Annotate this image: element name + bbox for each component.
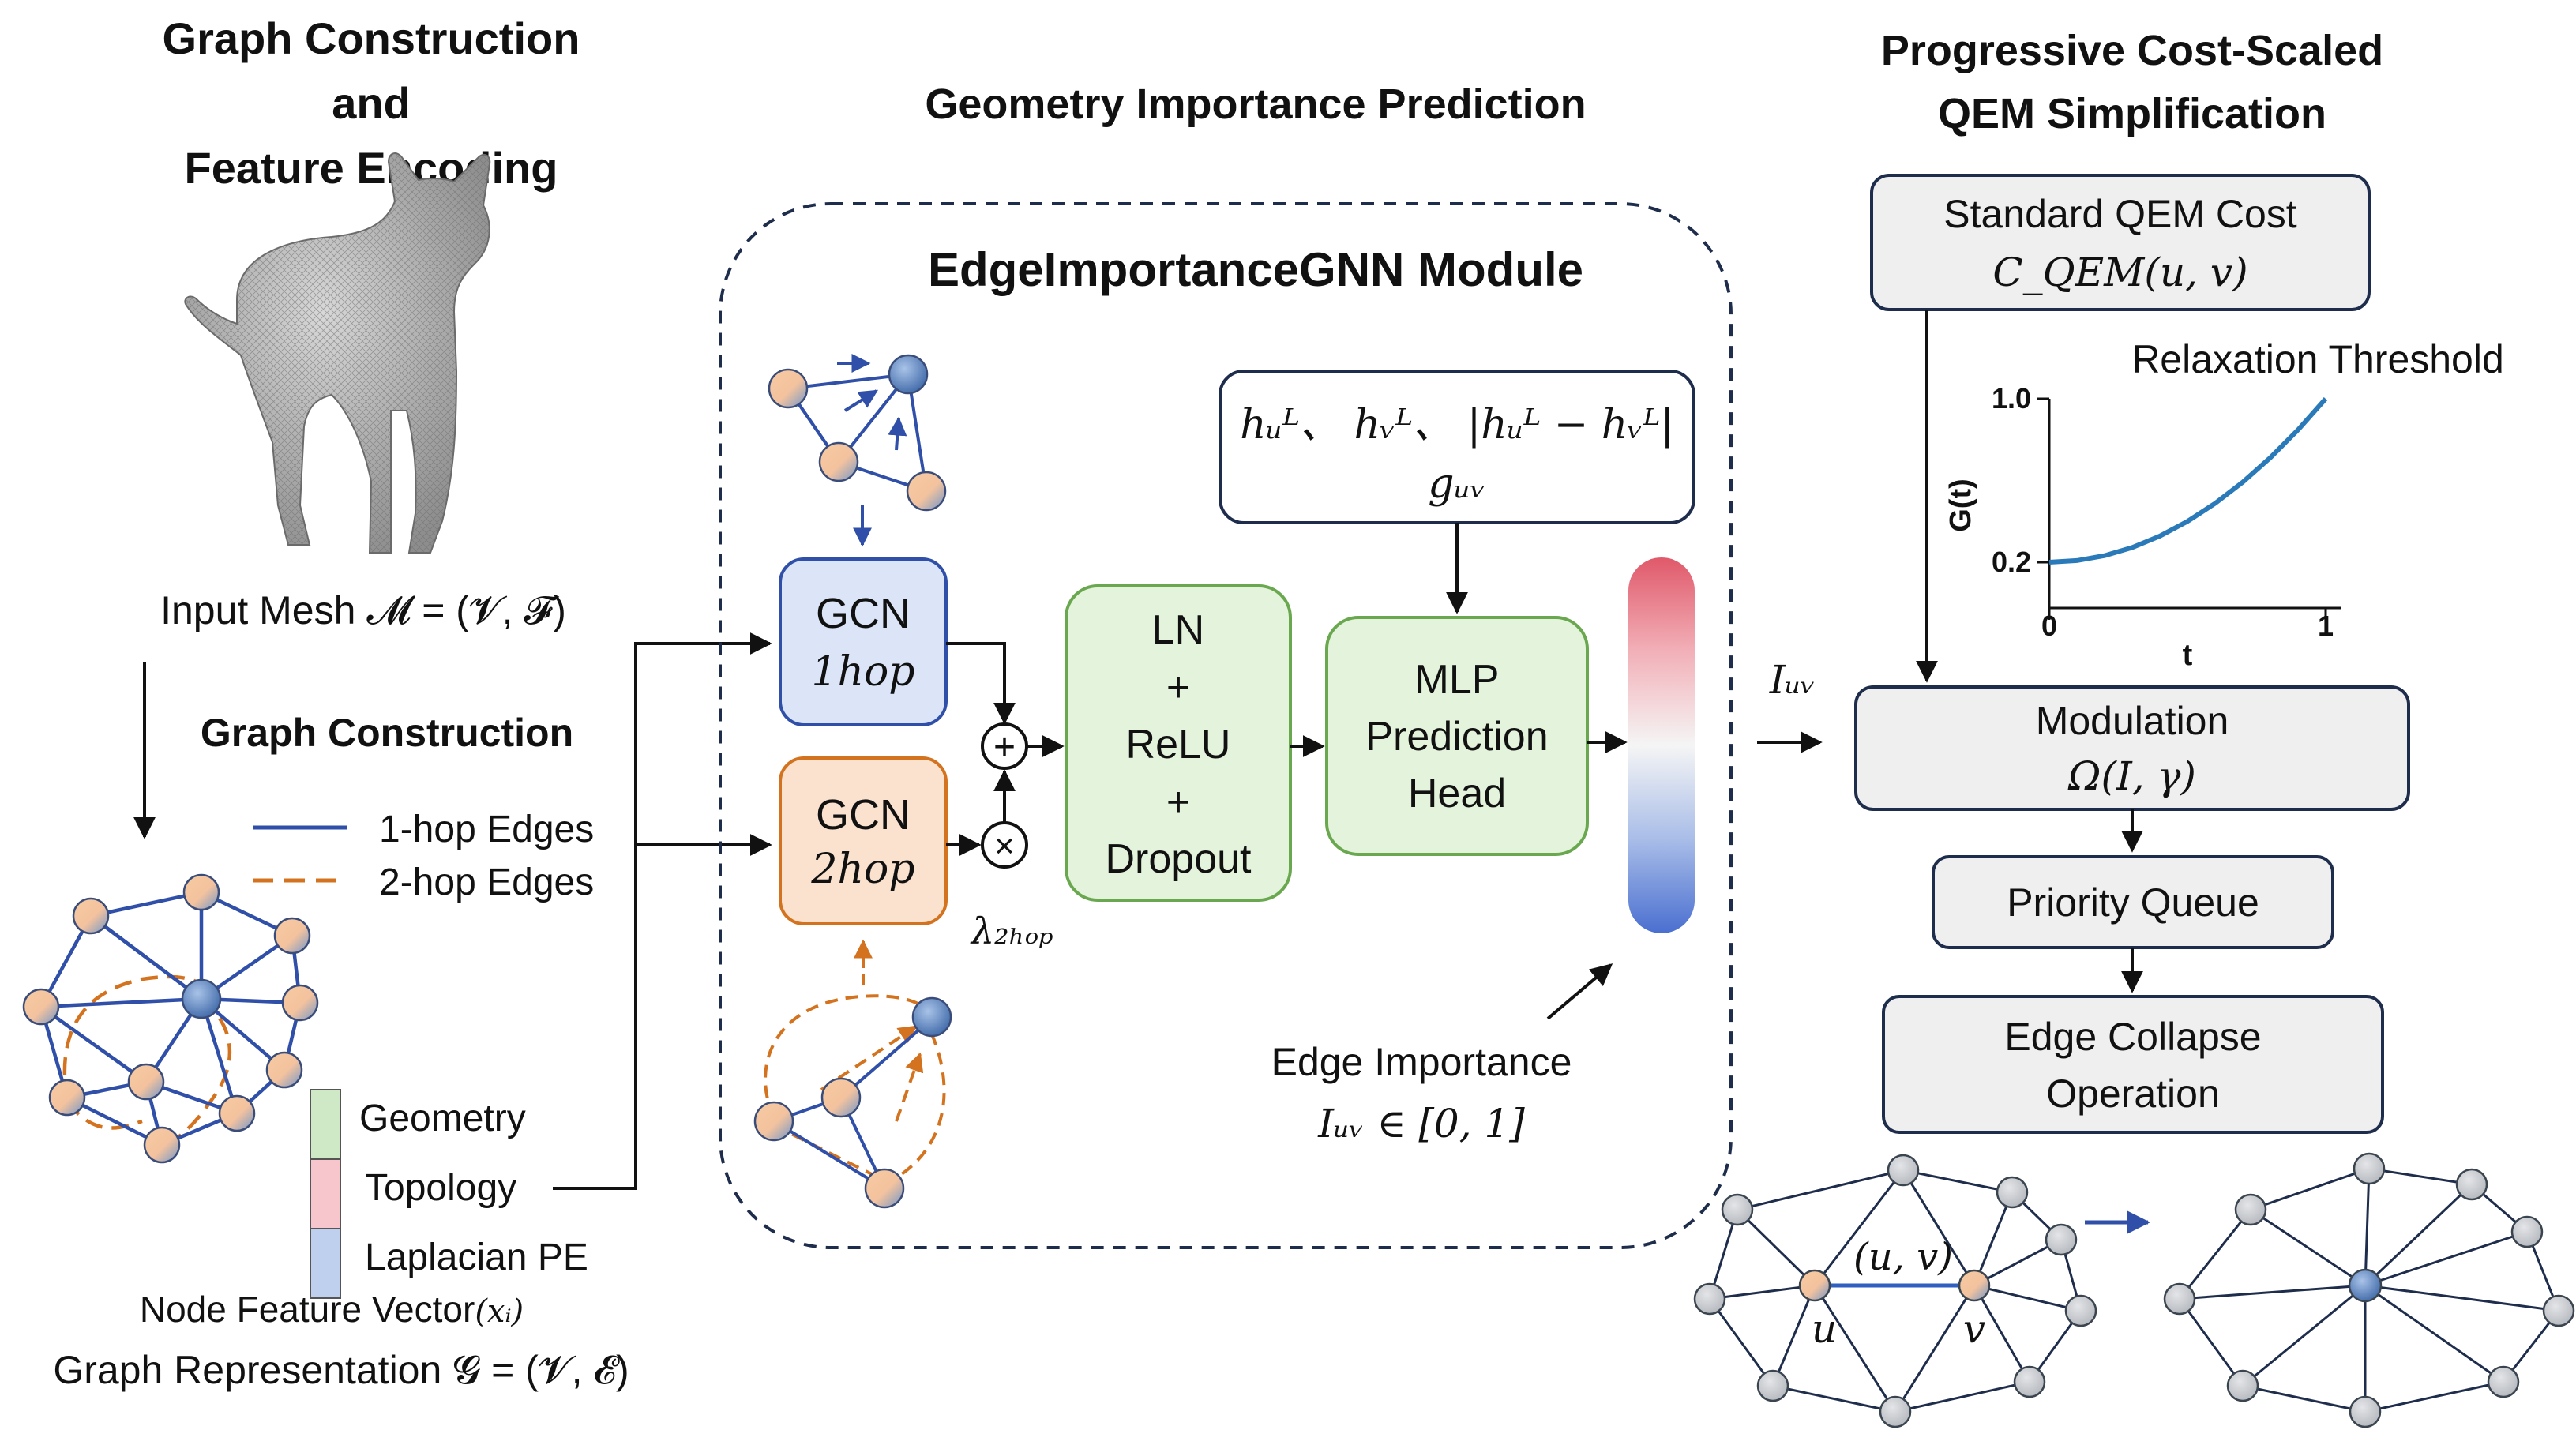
ln-line-1: + bbox=[1166, 665, 1190, 711]
arrow-features-to-gcn1 bbox=[553, 632, 772, 1190]
chart-y-axis-label: G(t) bbox=[1944, 479, 1977, 532]
edge-importance-label: Edge Importance bbox=[1271, 1040, 1572, 1084]
standard-qem-cost-label: Standard QEM Cost bbox=[1943, 192, 2297, 236]
legend-2hop-label: 2-hop Edges bbox=[379, 861, 594, 903]
edge-collapse-line2: Operation bbox=[2046, 1072, 2220, 1116]
gcn-2hop-sub: 2hop bbox=[810, 846, 914, 893]
chart-series-line bbox=[2048, 397, 2328, 565]
right-title-line1: Progressive Cost-Scaled bbox=[1881, 27, 2383, 74]
left-title-line1: Graph Construction bbox=[163, 13, 580, 63]
chart-y-tick-label-low: 0.2 bbox=[1992, 546, 2031, 578]
arrow-gcn1-to-plus bbox=[946, 642, 1016, 725]
ln-line-0: LN bbox=[1152, 607, 1204, 653]
chart-x-tick-label-0: 0 bbox=[2041, 610, 2057, 642]
edge-importance-formula: Iᵤᵥ ∈ [0, 1] bbox=[1317, 1101, 1525, 1147]
feature-laplacian-label: Laplacian PE bbox=[365, 1237, 588, 1278]
relaxation-chart: 1.0 0.2 0 1 t G(t) bbox=[1944, 382, 2341, 672]
left-title-line2: and bbox=[332, 78, 411, 128]
modulation-formula: Ω(I, γ) bbox=[2067, 753, 2196, 799]
graph-representation-label: Graph Representation 𝓖 = (𝓥, 𝓔) bbox=[53, 1348, 629, 1392]
mlp-line-1: Prediction bbox=[1365, 714, 1548, 760]
sum-operator-symbol: + bbox=[993, 726, 1016, 768]
gcn-2hop-label: GCN bbox=[816, 791, 911, 839]
mlp-line-0: MLP bbox=[1415, 657, 1500, 703]
modulation-label: Modulation bbox=[2036, 699, 2229, 743]
importance-colorbar bbox=[1628, 557, 1695, 933]
middle-title: Geometry Importance Prediction bbox=[925, 81, 1586, 128]
gcn-2hop-block bbox=[779, 756, 948, 925]
topology-swatch bbox=[310, 1158, 341, 1229]
gcn-1hop-block bbox=[779, 557, 948, 726]
pair-features-line2: gᵤᵥ bbox=[1428, 460, 1485, 508]
lambda-2hop-label: λ₂ₕₒₚ bbox=[970, 910, 1053, 952]
ln-line-3: + bbox=[1166, 779, 1190, 825]
edge-collapse-box bbox=[1882, 995, 2384, 1134]
iuv-label: Iᵤᵥ bbox=[1769, 657, 1816, 703]
module-title: EdgeImportanceGNN Module bbox=[928, 243, 1583, 296]
priority-queue-label: Priority Queue bbox=[2007, 880, 2259, 925]
gcn-1hop-sub: 1hop bbox=[811, 648, 914, 696]
node-v-label: v bbox=[1963, 1306, 1985, 1352]
geometry-swatch bbox=[310, 1089, 341, 1160]
standard-qem-cost-formula: C_QEM(u, v) bbox=[1992, 250, 2247, 295]
middle-section: Geometry Importance Prediction EdgeImpor… bbox=[719, 81, 1823, 1249]
feature-geometry-label: Geometry bbox=[359, 1098, 526, 1139]
gnn-module-frame bbox=[719, 202, 1733, 1249]
right-title-line2: QEM Simplification bbox=[1938, 90, 2326, 137]
mesh-after-collapse bbox=[2163, 1152, 2575, 1428]
mini-graph-1hop bbox=[768, 354, 947, 547]
arrow-label-to-colorbar bbox=[1546, 963, 1613, 1020]
cat-mesh-image bbox=[184, 152, 491, 554]
node-feature-vector-label: Node Feature Vector(xᵢ) bbox=[140, 1289, 524, 1330]
ln-relu-dropout-block bbox=[1065, 584, 1292, 902]
mlp-prediction-head-block bbox=[1325, 616, 1589, 856]
graph-construction-label: Graph Construction bbox=[201, 711, 573, 755]
ln-line-2: ReLU bbox=[1126, 722, 1231, 768]
chart-y-tick-label-high: 1.0 bbox=[1992, 382, 2031, 415]
constructed-graph bbox=[22, 873, 319, 1164]
mini-graph-2hop bbox=[753, 939, 952, 1209]
edge-uv-label: (u, v) bbox=[1853, 1235, 1953, 1279]
standard-qem-cost-box bbox=[1870, 174, 2371, 311]
right-section: Progressive Cost-Scaled QEM Simplificati… bbox=[1693, 27, 2575, 1428]
feature-topology-label: Topology bbox=[365, 1167, 516, 1209]
edge-collapse-line1: Edge Collapse bbox=[2004, 1015, 2261, 1059]
node-u-label: u bbox=[1812, 1306, 1837, 1352]
pair-features-line1: hᵤᴸ、 hᵥᴸ、 |hᵤᴸ − hᵥᴸ| bbox=[1240, 401, 1674, 449]
left-title-line3: Feature Encoding bbox=[185, 143, 558, 193]
relaxation-threshold-label: Relaxation Threshold bbox=[2131, 337, 2504, 381]
input-mesh-label: Input Mesh 𝓜 = (𝓥, 𝓕) bbox=[160, 588, 566, 632]
mesh-before-collapse: (u, v) u v bbox=[1693, 1154, 2097, 1428]
multiply-operator-symbol: × bbox=[994, 827, 1015, 865]
gcn-1hop-label: GCN bbox=[816, 590, 911, 637]
laplacian-swatch bbox=[310, 1228, 341, 1299]
chart-x-axis-label: t bbox=[2183, 639, 2193, 672]
chart-x-tick-label-1: 1 bbox=[2318, 610, 2334, 642]
ln-line-4: Dropout bbox=[1106, 836, 1252, 882]
mlp-line-2: Head bbox=[1408, 771, 1506, 816]
legend-1hop-label: 1-hop Edges bbox=[379, 809, 594, 850]
left-section: Graph Construction and Feature Encoding … bbox=[22, 13, 772, 1392]
